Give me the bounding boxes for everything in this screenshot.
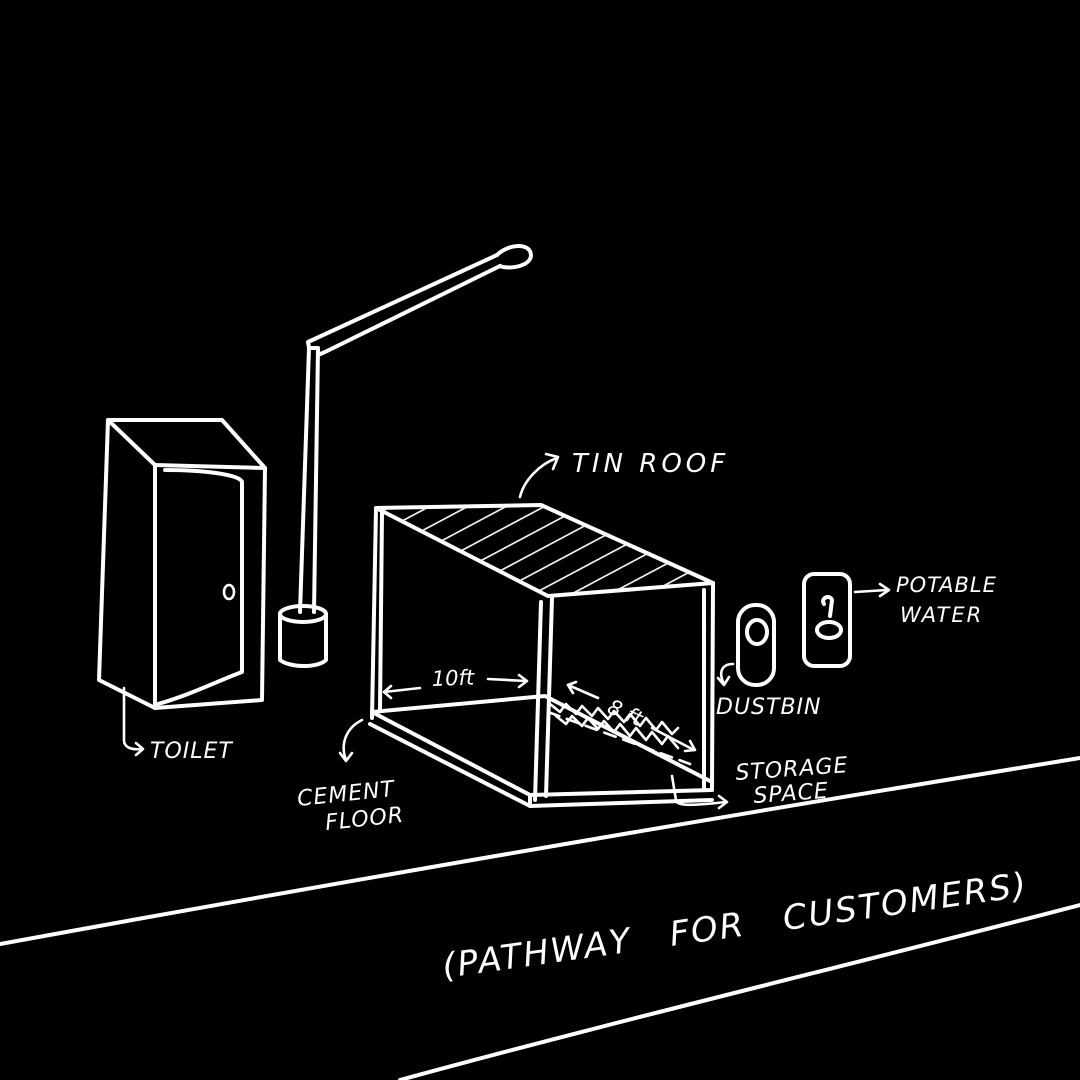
- lamp-arm-bottom: [316, 264, 502, 357]
- potable-water-arrowhead: [878, 582, 891, 598]
- cement-floor-arrowhead: [338, 751, 354, 763]
- potable-water-label-line1: POTABLE: [896, 573, 997, 597]
- annotation-arrows: [122, 452, 891, 810]
- width-dim-arrow-right: [486, 677, 528, 683]
- stall-post-right: [710, 581, 715, 792]
- stall-post-left: [370, 506, 378, 720]
- dustbin-label: DUSTBIN: [716, 695, 821, 720]
- pathway-label: (PATHWAY FOR CUSTOMERS): [440, 865, 1031, 987]
- tin-roof-arrow: [518, 456, 559, 499]
- lamp-base: [278, 612, 328, 668]
- dustbin-arrowhead: [716, 675, 731, 687]
- dustbin-arrow: [720, 662, 735, 686]
- toilet-door: [156, 468, 244, 706]
- depth-dim-arrowhead-bottom: [683, 739, 697, 753]
- storage-dashed-edge: [546, 710, 692, 766]
- lamp-base-top: [278, 604, 328, 624]
- toilet-arrowhead: [134, 741, 145, 757]
- tin-roof-arrowhead: [544, 452, 560, 471]
- stall-post-front: [533, 600, 543, 802]
- dispenser-basin: [815, 620, 843, 640]
- lamp-head: [495, 244, 533, 270]
- water-dispenser: [802, 572, 852, 668]
- storage-space-label-line2: SPACE: [753, 779, 830, 809]
- potable-water-arrow: [853, 588, 889, 594]
- toilet: [97, 418, 267, 710]
- toilet-side: [97, 418, 157, 710]
- pathway-lower-edge: [398, 903, 1080, 1080]
- dispenser-tap: [821, 595, 834, 618]
- dispenser-body: [802, 572, 852, 668]
- storage-zigzag-2: [554, 714, 680, 750]
- storage-zigzag-1: [548, 702, 680, 736]
- tin-roof-hatching: [376, 505, 713, 596]
- width-dimension-label: 10ft: [431, 666, 475, 691]
- floor-back-edge: [370, 694, 714, 784]
- storage-space-arrowhead: [717, 794, 729, 810]
- stall: [368, 503, 715, 808]
- stall-post-left-inner: [378, 510, 384, 712]
- lamp-arm-top: [306, 253, 499, 350]
- width-dim-arrowhead-right: [517, 673, 529, 689]
- dustbin-body: [736, 603, 776, 687]
- storage-space-arrow: [670, 774, 728, 807]
- street-lamp: [278, 244, 533, 668]
- dustbin: [736, 603, 776, 687]
- tin-roof-label: TIN ROOF: [572, 449, 729, 479]
- pathway-upper-edge: [0, 756, 1080, 946]
- depth-dim-arrow-top: [566, 683, 600, 700]
- lamp-pole: [298, 346, 320, 614]
- toilet-label: TOILET: [150, 739, 233, 764]
- width-dim-arrowhead-left: [382, 684, 393, 700]
- toilet-arrow: [122, 686, 144, 751]
- pathway-road: [0, 756, 1080, 1080]
- toilet-front: [153, 466, 267, 710]
- width-dim-arrow-left: [382, 686, 422, 694]
- potable-water-label-line2: WATER: [900, 603, 983, 627]
- depth-dim-arrowhead-top: [566, 680, 578, 695]
- depth-dim-arrow-bottom: [650, 726, 696, 752]
- toilet-door-knob: [222, 583, 236, 601]
- cement-floor-arrow: [342, 718, 364, 762]
- toilet-top: [106, 418, 267, 470]
- dustbin-opening: [745, 618, 769, 646]
